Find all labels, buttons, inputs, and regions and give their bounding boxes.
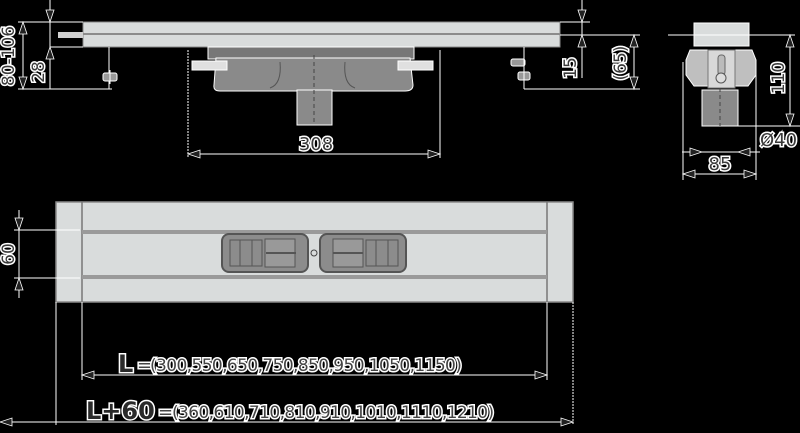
total-length-symbol: L+60 xyxy=(86,397,155,425)
dim-28: 28 xyxy=(29,61,49,83)
dim-outlet-diameter: Ø40 xyxy=(760,130,797,151)
end-view: 110 Ø40 85 xyxy=(668,22,800,180)
dim-308: 308 xyxy=(299,134,333,155)
dim-85: 85 xyxy=(709,154,732,175)
top-view: 60 xyxy=(0,201,575,427)
dim-65: (65) xyxy=(611,46,631,81)
drain-body-side xyxy=(191,46,434,126)
length-symbol: L xyxy=(118,350,133,378)
grate-clips xyxy=(221,233,407,273)
dim-15: 15 xyxy=(561,57,581,79)
side-view: 80-106 28 xyxy=(0,0,640,159)
length-formula: L = (300,550,650,750,850,950,1050,1150) xyxy=(117,349,464,380)
dim-60: 60 xyxy=(0,243,19,265)
adjustable-foot-left xyxy=(102,70,118,84)
length-equals: = xyxy=(137,355,152,376)
total-length-values: (360,610,710,810,910,1010,1110,1210) xyxy=(172,403,494,423)
total-length-formula: L+60 = (360,610,710,810,910,1010,1110,12… xyxy=(85,396,496,427)
length-values: (300,550,650,750,850,950,1050,1150) xyxy=(150,356,461,376)
adjustable-foot-right xyxy=(510,47,531,89)
total-length-equals: = xyxy=(158,402,173,423)
dim-110: 110 xyxy=(769,62,789,94)
drain-profile-top xyxy=(55,201,574,303)
dim-height-range: 80-106 xyxy=(0,26,19,86)
